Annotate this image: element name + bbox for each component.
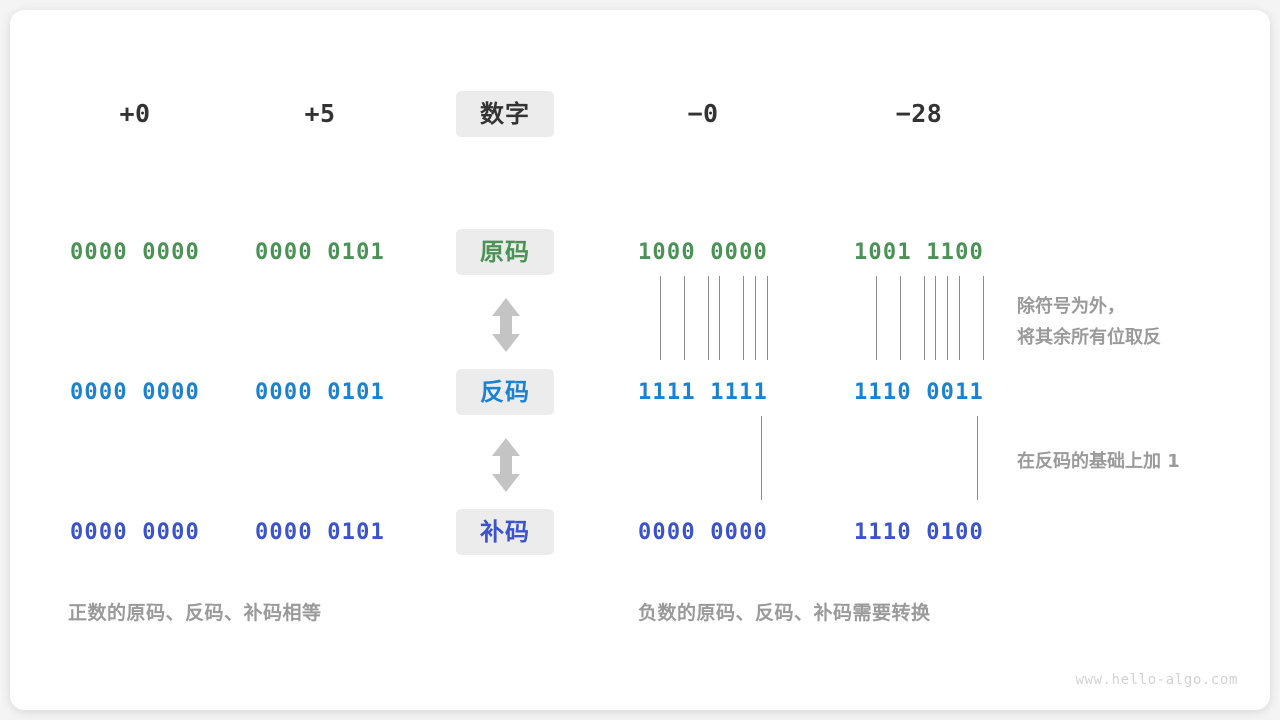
- tick-invert-n0-bit2: [660, 276, 661, 360]
- tick-invert-n0-bit5: [719, 276, 720, 360]
- row-label-sign-magnitude: 原码: [456, 229, 554, 275]
- sign-magnitude-plus-five: 0000 0101: [254, 240, 385, 265]
- header-plus-five: +5: [304, 99, 336, 128]
- double-vertical-arrow-icon-ones-to-twos: [492, 438, 520, 492]
- header-minus-zero: −0: [687, 99, 719, 128]
- twos-complement-plus-five: 0000 0101: [254, 520, 385, 545]
- ones-complement-minus-zero: 1111 1111: [637, 380, 768, 405]
- tick-invert-n28-bit5: [935, 276, 936, 360]
- sign-magnitude-plus-zero: 0000 0000: [69, 240, 200, 265]
- tick-invert-n28-bit2: [876, 276, 877, 360]
- tick-invert-n0-bit3: [684, 276, 685, 360]
- twos-complement-minus-twentyeight: 1110 0100: [853, 520, 984, 545]
- twos-complement-minus-zero: 0000 0000: [637, 520, 768, 545]
- row-label-number: 数字: [456, 91, 554, 137]
- tick-invert-n0-bit4: [708, 276, 709, 360]
- header-minus-twentyeight: −28: [895, 99, 943, 128]
- tick-plus1-n0-lsb: [761, 416, 762, 500]
- tick-plus1-n28-lsb: [977, 416, 978, 500]
- tick-invert-n0-bit6: [743, 276, 744, 360]
- caption-positive-numbers: 正数的原码、反码、补码相等: [68, 602, 322, 624]
- row-label-ones-complement: 反码: [456, 369, 554, 415]
- header-plus-zero: +0: [119, 99, 151, 128]
- annotation-add-one: 在反码的基础上加 1: [1017, 451, 1180, 472]
- tick-invert-n28-bit3: [900, 276, 901, 360]
- twos-complement-plus-zero: 0000 0000: [69, 520, 200, 545]
- ones-complement-minus-twentyeight: 1110 0011: [853, 380, 984, 405]
- tick-invert-n0-bit8: [767, 276, 768, 360]
- tick-invert-n0-bit7: [755, 276, 756, 360]
- tick-invert-n28-bit4: [924, 276, 925, 360]
- row-label-twos-complement: 补码: [456, 509, 554, 555]
- ones-complement-plus-zero: 0000 0000: [69, 380, 200, 405]
- tick-invert-n28-bit7: [959, 276, 960, 360]
- ones-complement-plus-five: 0000 0101: [254, 380, 385, 405]
- double-vertical-arrow-icon-orig-to-ones: [492, 298, 520, 352]
- annotation-invert-bits: 除符号为外， 将其余所有位取反: [1017, 296, 1161, 348]
- sign-magnitude-minus-zero: 1000 0000: [637, 240, 768, 265]
- diagram-card: +0 +5 −0 −28 数字 0000 0000 0000 0101 1000…: [10, 10, 1270, 710]
- site-watermark: www.hello-algo.com: [1075, 672, 1238, 688]
- sign-magnitude-minus-twentyeight: 1001 1100: [853, 240, 984, 265]
- tick-invert-n28-bit6: [947, 276, 948, 360]
- caption-negative-numbers: 负数的原码、反码、补码需要转换: [638, 602, 931, 624]
- tick-invert-n28-bit8: [983, 276, 984, 360]
